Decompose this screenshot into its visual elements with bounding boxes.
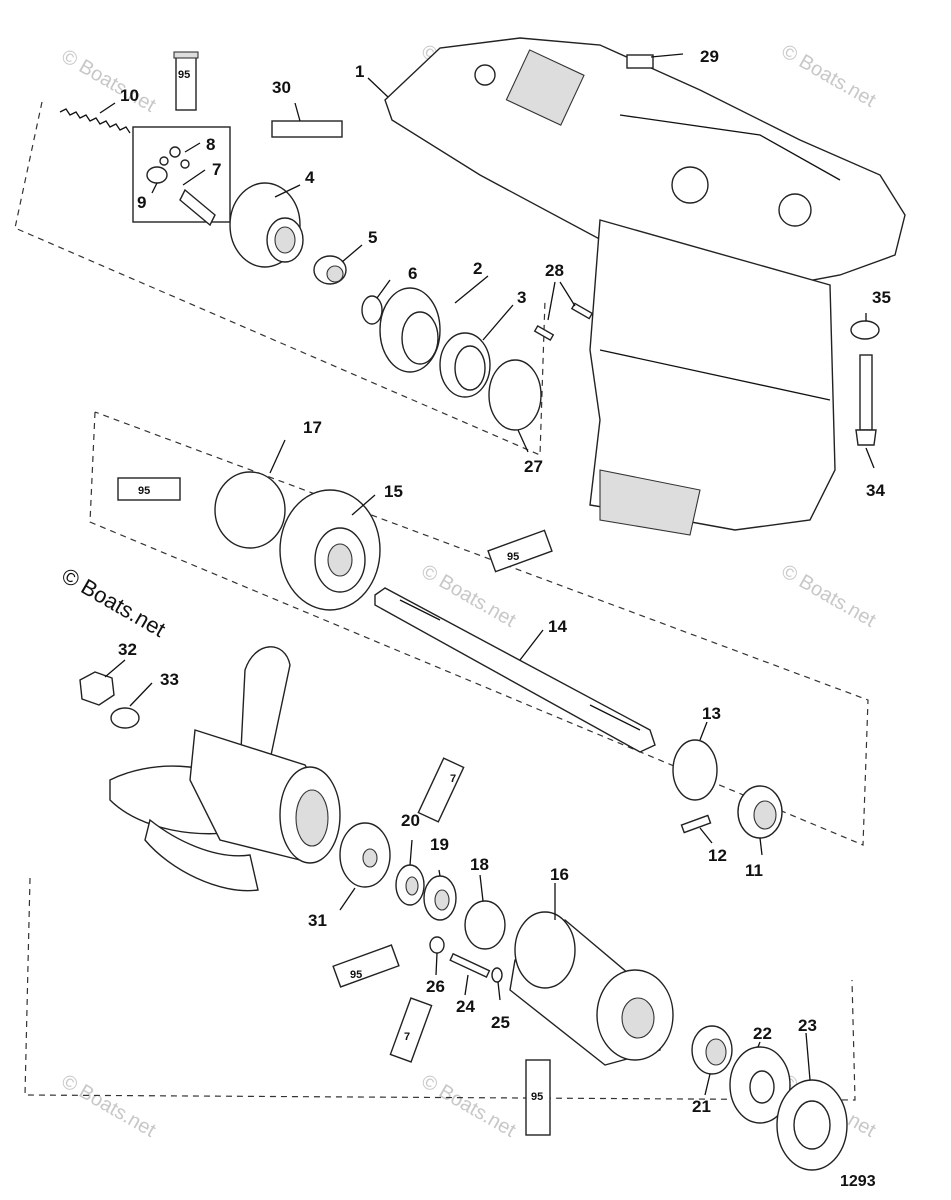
grease-tube-95-shaft: 95 (487, 529, 553, 573)
assembly-boundaries (14, 101, 869, 1101)
pin-12 (680, 814, 712, 834)
watermark-text: © Boats.net (778, 560, 880, 632)
callout-1: 1 (355, 62, 364, 81)
callout-13: 13 (702, 704, 721, 723)
decal-29 (626, 54, 654, 69)
seal-20 (395, 864, 425, 906)
watermark-text: © Boats.net (418, 1070, 520, 1142)
callout-34: 34 (866, 481, 885, 500)
tube-label: 95 (178, 69, 190, 81)
callout-25: 25 (491, 1013, 510, 1032)
callout-2: 2 (473, 259, 482, 278)
thrust-bearing-23 (776, 1079, 848, 1171)
callout-27: 27 (524, 457, 543, 476)
detent-parts-box (132, 126, 231, 227)
callout-15: 15 (384, 482, 403, 501)
callout-4: 4 (305, 168, 315, 187)
washer (850, 320, 880, 340)
copyright-text: © Boats.net (58, 563, 170, 642)
callout-17: 17 (303, 418, 322, 437)
callout-labels: 1 2 3 4 5 6 7 8 9 10 11 12 13 14 15 16 1… (118, 47, 891, 1116)
callout-5: 5 (368, 228, 377, 247)
grease-tube-7-lower: 7 (389, 997, 433, 1063)
tube-label: 7 (450, 773, 456, 785)
callout-26: 26 (426, 977, 445, 996)
stud-24 (449, 952, 491, 979)
thrust-washer-22 (729, 1046, 791, 1124)
callout-24: 24 (456, 997, 475, 1016)
gear-housing (384, 37, 906, 536)
callout-22: 22 (753, 1024, 772, 1043)
callout-32: 32 (118, 640, 137, 659)
callout-31: 31 (308, 911, 327, 930)
callout-8: 8 (206, 135, 215, 154)
bearing-18 (464, 900, 506, 950)
callout-18: 18 (470, 855, 489, 874)
o-ring-27 (488, 359, 542, 431)
prop-nut (79, 671, 115, 706)
callout-19: 19 (430, 835, 449, 854)
spring (59, 108, 131, 134)
bolt (855, 354, 877, 446)
tube-label: 7 (404, 1031, 410, 1043)
watermark-text: © Boats.net (58, 45, 160, 117)
retaining-ring (361, 295, 383, 325)
callout-7: 7 (212, 160, 221, 179)
tube-label: 95 (138, 485, 150, 497)
needle-bearing (313, 255, 347, 285)
callout-28: 28 (545, 261, 564, 280)
bearing-carrier-16 (509, 911, 674, 1066)
callout-23: 23 (798, 1016, 817, 1035)
callout-30: 30 (272, 78, 291, 97)
needle-bearing-21 (691, 1025, 733, 1075)
callout-16: 16 (550, 865, 569, 884)
leader-lines (99, 53, 875, 1096)
tab-washer (110, 707, 140, 729)
watermark-text: © Boats.net (778, 40, 880, 112)
washer-25 (491, 967, 503, 983)
grease-tube-95-lower: 95 (332, 944, 400, 988)
pin-28a (533, 324, 555, 342)
seal-19 (423, 875, 457, 921)
forward-gear (279, 489, 381, 611)
callout-9: 9 (137, 193, 146, 212)
callout-6: 6 (408, 264, 417, 283)
nut-26 (429, 936, 445, 954)
propeller (109, 646, 341, 892)
propeller-shaft (374, 587, 656, 753)
callout-29: 29 (700, 47, 719, 66)
callout-20: 20 (401, 811, 420, 830)
tube-label: 95 (507, 551, 519, 563)
pinion-gear (379, 287, 441, 373)
clutch-11 (737, 785, 783, 839)
grease-tube-95-mid: 95 (117, 477, 181, 501)
ring-13 (672, 739, 718, 801)
bearing-carrier (229, 182, 304, 268)
callout-33: 33 (160, 670, 179, 689)
figure-number: 1293 (840, 1173, 876, 1190)
grease-tube-95-top: 95 (173, 51, 199, 111)
tube-label: 95 (350, 969, 362, 981)
callout-12: 12 (708, 846, 727, 865)
callout-35: 35 (872, 288, 891, 307)
decal-30 (271, 120, 343, 138)
watermark-text: © Boats.net (58, 1070, 160, 1142)
grease-tube-7-upper: 7 (417, 757, 465, 823)
callout-11: 11 (745, 861, 763, 880)
pin-28b (570, 302, 594, 320)
bearing-race (439, 332, 491, 398)
o-ring-17 (214, 471, 286, 549)
callout-21: 21 (692, 1097, 711, 1116)
thrust-hub (339, 822, 391, 888)
callout-10: 10 (120, 86, 139, 105)
callout-14: 14 (548, 617, 567, 636)
grease-tube-95-bottom: 95 (525, 1059, 551, 1136)
tube-label: 95 (531, 1091, 543, 1103)
callout-3: 3 (517, 288, 526, 307)
